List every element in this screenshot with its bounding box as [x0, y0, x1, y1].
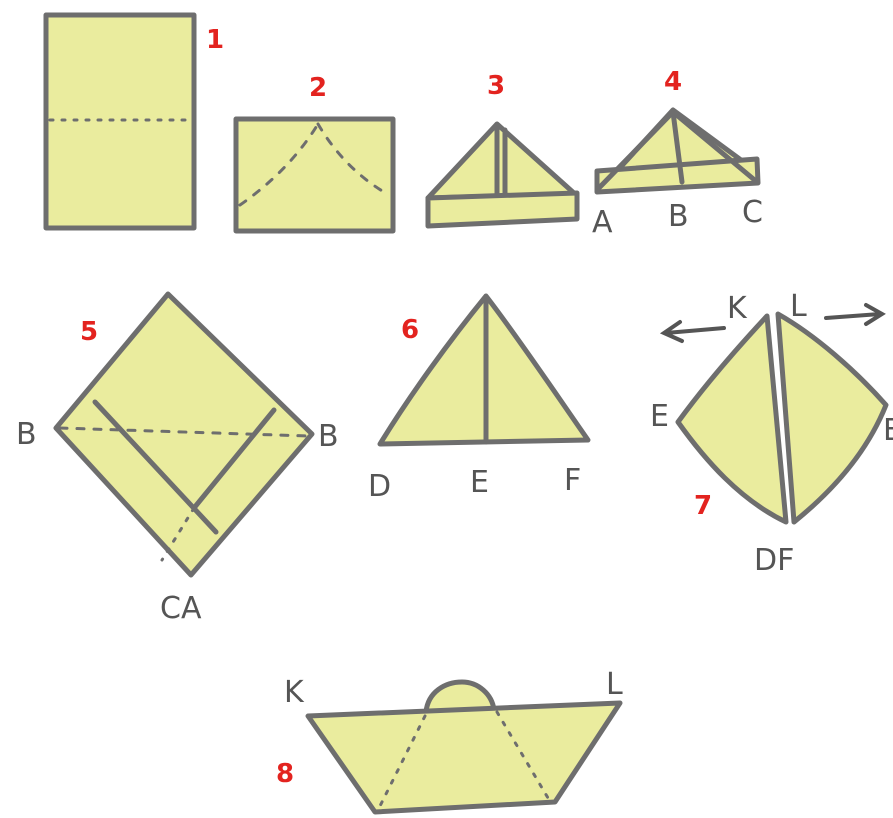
step-2-number: 2 — [309, 73, 327, 103]
step-4-point-b: B — [668, 199, 689, 234]
step-1-number: 1 — [206, 25, 224, 55]
step-5-point-b-left: B — [16, 417, 37, 452]
step-7-point-l: L — [790, 289, 807, 324]
step-1-figure — [43, 12, 197, 231]
step-7-figure — [675, 311, 889, 525]
step-8-point-k: K — [284, 675, 305, 710]
step-5-number: 5 — [80, 317, 98, 347]
step-7-point-e-left: E — [650, 399, 669, 434]
step-3-triangle — [425, 121, 578, 201]
step-4-number: 4 — [664, 67, 682, 97]
step-6-point-e: E — [470, 465, 489, 500]
step-4-center-line — [670, 109, 685, 185]
step-4-point-a: A — [592, 205, 613, 240]
step-7-left-arrow — [659, 320, 726, 343]
step-8-sail-tip — [423, 679, 497, 715]
step-8-point-l: L — [606, 667, 623, 702]
step-5-diamond — [53, 291, 315, 578]
step-7-point-df: DF — [754, 543, 794, 578]
step-6-point-f: F — [564, 463, 581, 498]
step-5-fold-line — [58, 426, 310, 438]
step-5-figure — [53, 291, 315, 578]
step-4-figure — [594, 107, 761, 195]
step-5-right-flap-edge — [191, 407, 277, 511]
step-3-figure — [425, 121, 580, 229]
step-6-figure — [377, 293, 591, 447]
step-4-right-fold — [670, 109, 760, 185]
step-7-point-k: K — [727, 291, 748, 326]
step-5-left-flap-edge — [92, 399, 219, 535]
step-8-left-fold-line — [378, 714, 427, 808]
step-2-left-fold-line — [238, 122, 320, 207]
step-8-number: 8 — [276, 759, 294, 789]
step-3-number: 3 — [487, 71, 505, 101]
step-7-left-flap — [675, 313, 789, 525]
step-5-point-b-right: B — [318, 419, 339, 454]
step-6-number: 6 — [401, 315, 419, 345]
step-8-hull — [305, 700, 623, 815]
step-8-figure — [305, 679, 623, 815]
step-6-point-d: D — [368, 469, 391, 504]
step-4-left-fold — [594, 109, 676, 193]
step-5-point-ca: CA — [160, 591, 202, 626]
step-5-hidden-edge — [160, 506, 196, 562]
step-1-paper — [43, 12, 197, 231]
step-2-figure — [233, 116, 396, 234]
step-3-brim — [425, 190, 580, 229]
step-7-right-flap — [775, 311, 889, 525]
step-4-point-c: C — [742, 195, 763, 230]
step-7-point-e-right: E — [883, 413, 893, 448]
step-7-right-arrow — [824, 303, 886, 326]
step-2-right-fold-line — [316, 122, 391, 197]
step-2-paper — [233, 116, 396, 234]
step-7-number: 7 — [694, 491, 712, 521]
step-8-right-fold-line — [495, 710, 550, 800]
